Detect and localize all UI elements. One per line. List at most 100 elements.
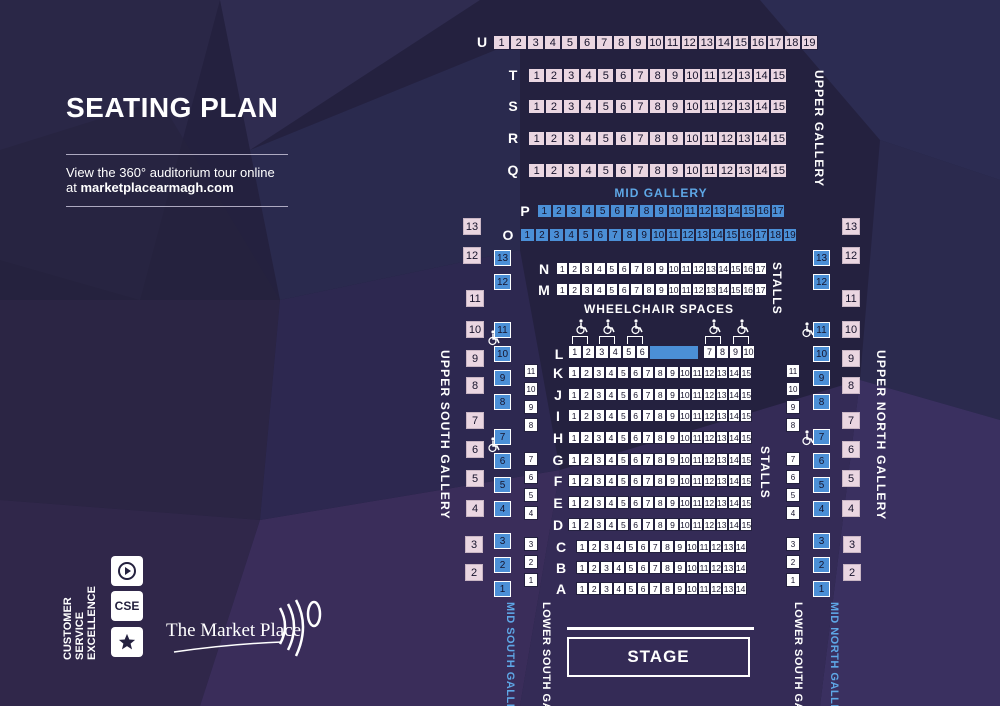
seat-p-6[interactable]: 6 bbox=[610, 204, 625, 218]
lower-south-left-seat-9[interactable]: 9 bbox=[524, 400, 538, 414]
seat-e-7[interactable]: 7 bbox=[641, 496, 655, 509]
seat-t-12[interactable]: 12 bbox=[718, 68, 736, 83]
seat-h-4[interactable]: 4 bbox=[604, 431, 618, 444]
seat-i-14[interactable]: 14 bbox=[727, 409, 741, 422]
seat-c-9[interactable]: 9 bbox=[673, 540, 686, 553]
seat-i-7[interactable]: 7 bbox=[641, 409, 655, 422]
seat-s-10[interactable]: 10 bbox=[683, 99, 701, 114]
seat-u-5[interactable]: 5 bbox=[561, 35, 579, 50]
seat-q-7[interactable]: 7 bbox=[631, 163, 650, 178]
seat-o-16[interactable]: 16 bbox=[739, 228, 754, 242]
seat-q-12[interactable]: 12 bbox=[718, 163, 736, 178]
seat-g-2[interactable]: 2 bbox=[580, 453, 593, 466]
upper-north-seat-5[interactable]: 5 bbox=[842, 470, 860, 487]
seat-f-2[interactable]: 2 bbox=[580, 474, 593, 487]
seat-m-12[interactable]: 12 bbox=[692, 283, 705, 296]
upper-south-seat-10[interactable]: 10 bbox=[466, 321, 484, 338]
seat-t-3[interactable]: 3 bbox=[562, 68, 580, 83]
lower-south-right-seat-6[interactable]: 6 bbox=[786, 470, 800, 484]
seat-s-9[interactable]: 9 bbox=[666, 99, 684, 114]
seat-j-8[interactable]: 8 bbox=[654, 388, 667, 401]
seat-u-3[interactable]: 3 bbox=[527, 35, 545, 50]
seat-h-14[interactable]: 14 bbox=[727, 431, 741, 444]
seat-k-11[interactable]: 11 bbox=[691, 366, 704, 379]
seat-i-6[interactable]: 6 bbox=[629, 409, 642, 422]
mid-south-seat-10[interactable]: 10 bbox=[494, 346, 511, 362]
seat-l-9[interactable]: 9 bbox=[729, 345, 742, 359]
upper-south-seat-2[interactable]: 2 bbox=[465, 564, 483, 581]
seat-t-13[interactable]: 13 bbox=[735, 68, 753, 83]
seat-j-3[interactable]: 3 bbox=[592, 388, 605, 401]
mid-north-seat-5[interactable]: 5 bbox=[813, 477, 830, 493]
seat-h-6[interactable]: 6 bbox=[629, 431, 642, 444]
seat-n-13[interactable]: 13 bbox=[704, 262, 718, 275]
seat-j-6[interactable]: 6 bbox=[629, 388, 642, 401]
seat-s-1[interactable]: 1 bbox=[528, 99, 546, 114]
seat-i-1[interactable]: 1 bbox=[568, 409, 581, 422]
seat-b-4[interactable]: 4 bbox=[612, 561, 625, 574]
seat-m-5[interactable]: 5 bbox=[605, 283, 618, 296]
seat-s-7[interactable]: 7 bbox=[631, 99, 650, 114]
seat-c-1[interactable]: 1 bbox=[576, 540, 589, 553]
seat-g-15[interactable]: 15 bbox=[740, 453, 753, 466]
seat-o-12[interactable]: 12 bbox=[680, 228, 696, 242]
seat-t-5[interactable]: 5 bbox=[597, 68, 615, 83]
seat-r-9[interactable]: 9 bbox=[666, 131, 684, 146]
seat-o-2[interactable]: 2 bbox=[534, 228, 550, 242]
lower-south-right-seat-4[interactable]: 4 bbox=[786, 506, 800, 520]
seat-a-11[interactable]: 11 bbox=[698, 582, 711, 595]
seat-h-11[interactable]: 11 bbox=[691, 431, 704, 444]
seat-g-13[interactable]: 13 bbox=[715, 453, 728, 466]
seat-b-8[interactable]: 8 bbox=[661, 561, 674, 574]
tour-link[interactable]: marketplacearmagh.com bbox=[80, 180, 234, 195]
seat-n-10[interactable]: 10 bbox=[667, 262, 680, 275]
seat-j-11[interactable]: 11 bbox=[691, 388, 704, 401]
seat-c-13[interactable]: 13 bbox=[722, 540, 735, 553]
seat-c-2[interactable]: 2 bbox=[588, 540, 601, 553]
seat-j-4[interactable]: 4 bbox=[604, 388, 618, 401]
seat-m-15[interactable]: 15 bbox=[729, 283, 742, 296]
seat-q-8[interactable]: 8 bbox=[649, 163, 667, 178]
seat-q-4[interactable]: 4 bbox=[579, 163, 598, 178]
upper-north-seat-8[interactable]: 8 bbox=[842, 377, 860, 394]
seat-n-5[interactable]: 5 bbox=[605, 262, 618, 275]
seat-t-7[interactable]: 7 bbox=[631, 68, 650, 83]
seat-a-8[interactable]: 8 bbox=[661, 582, 674, 595]
seat-u-14[interactable]: 14 bbox=[715, 35, 733, 50]
seat-f-11[interactable]: 11 bbox=[691, 474, 704, 487]
seat-p-17[interactable]: 17 bbox=[770, 204, 786, 218]
seat-a-5[interactable]: 5 bbox=[624, 582, 637, 595]
seat-h-12[interactable]: 12 bbox=[703, 431, 716, 444]
lower-south-right-seat-3[interactable]: 3 bbox=[786, 537, 800, 551]
seat-e-10[interactable]: 10 bbox=[678, 496, 691, 509]
lower-south-left-seat-6[interactable]: 6 bbox=[524, 470, 538, 484]
lower-south-right-seat-1[interactable]: 1 bbox=[786, 573, 800, 587]
lower-south-right-seat-2[interactable]: 2 bbox=[786, 555, 800, 569]
seat-a-3[interactable]: 3 bbox=[600, 582, 613, 595]
seat-h-10[interactable]: 10 bbox=[678, 431, 691, 444]
seat-o-1[interactable]: 1 bbox=[520, 228, 535, 242]
seat-l-7[interactable]: 7 bbox=[703, 345, 716, 359]
seat-p-16[interactable]: 16 bbox=[756, 204, 771, 218]
seat-n-6[interactable]: 6 bbox=[618, 262, 631, 275]
seat-d-9[interactable]: 9 bbox=[666, 518, 679, 531]
seat-g-12[interactable]: 12 bbox=[703, 453, 716, 466]
seat-b-7[interactable]: 7 bbox=[649, 561, 662, 574]
seat-o-4[interactable]: 4 bbox=[563, 228, 579, 242]
seat-j-9[interactable]: 9 bbox=[666, 388, 679, 401]
seat-f-6[interactable]: 6 bbox=[629, 474, 642, 487]
seat-g-4[interactable]: 4 bbox=[604, 453, 618, 466]
mid-north-seat-7[interactable]: 7 bbox=[813, 429, 830, 445]
seat-r-3[interactable]: 3 bbox=[562, 131, 580, 146]
mid-south-seat-12[interactable]: 12 bbox=[494, 274, 511, 290]
seat-s-8[interactable]: 8 bbox=[649, 99, 667, 114]
seat-k-2[interactable]: 2 bbox=[580, 366, 593, 379]
seat-b-5[interactable]: 5 bbox=[624, 561, 637, 574]
seat-d-14[interactable]: 14 bbox=[727, 518, 741, 531]
seat-a-4[interactable]: 4 bbox=[612, 582, 625, 595]
lower-south-left-seat-10[interactable]: 10 bbox=[524, 382, 538, 396]
seat-n-7[interactable]: 7 bbox=[630, 262, 643, 275]
seat-r-4[interactable]: 4 bbox=[579, 131, 598, 146]
seat-r-2[interactable]: 2 bbox=[545, 131, 563, 146]
seat-e-4[interactable]: 4 bbox=[604, 496, 618, 509]
